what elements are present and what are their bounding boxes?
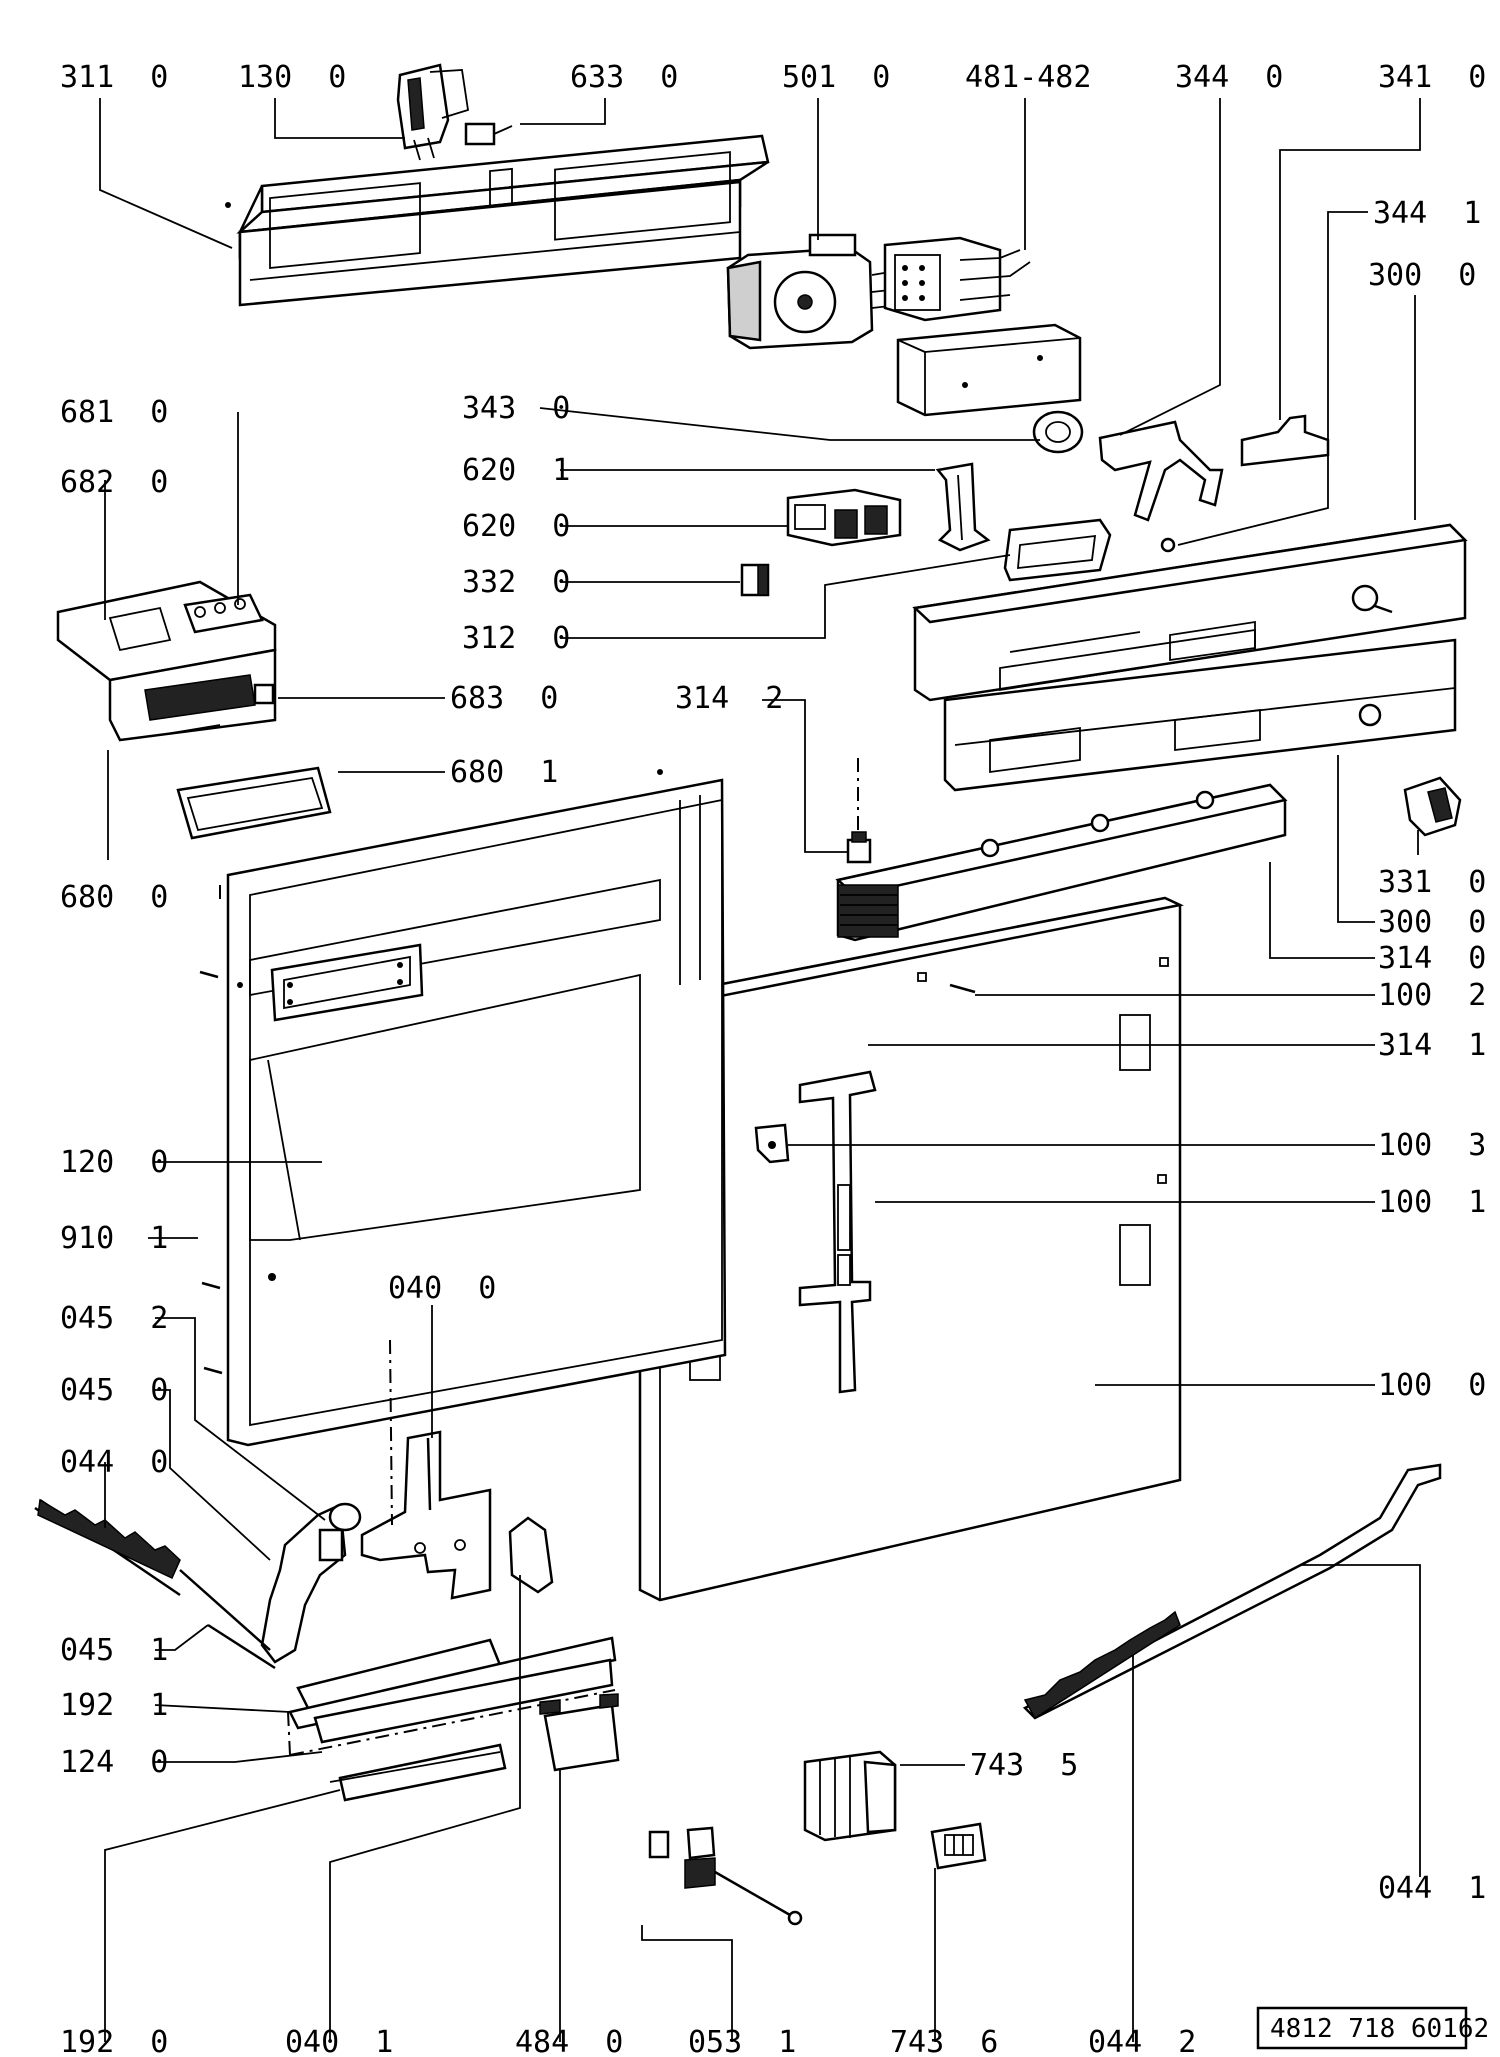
callout-680-0: 680 0	[60, 880, 168, 915]
part-gasket-680-1	[176, 766, 332, 840]
part-hinge-040-0	[360, 1430, 492, 1600]
callout-681-0: 681 0	[60, 395, 168, 430]
callout-910-1: 910 1	[60, 1221, 168, 1256]
part-bracket-341-0	[1240, 414, 1330, 467]
leader-lines	[99, 98, 1421, 2042]
part-plate-040-1	[508, 1516, 554, 1594]
callout-120-0: 120 0	[60, 1145, 168, 1180]
part-clip-314-2	[846, 831, 872, 864]
callout-124-0: 124 0	[60, 1745, 168, 1780]
callout-332-0: 332 0	[462, 565, 570, 600]
part-rail-314-0	[835, 783, 1288, 942]
callout-044-0: 044 0	[60, 1445, 168, 1480]
callout-680-1: 680 1	[450, 755, 558, 790]
part-clip-100-3	[754, 1123, 790, 1164]
part-control-panel-lower-300-0	[943, 638, 1457, 792]
part-lever-344-0	[1098, 420, 1224, 553]
callout-620-1: 620 1	[462, 453, 570, 488]
part-switch-130-0	[396, 63, 470, 161]
callout-683-0: 683 0	[450, 681, 558, 716]
drawing-reference: 4812 718 60162	[1256, 2006, 1489, 2050]
part-microswitch-633-0	[464, 122, 513, 146]
part-rod-045-1	[207, 1623, 276, 1670]
part-spring-bar-044	[1022, 1463, 1442, 1720]
part-timer-bracket	[896, 323, 1082, 417]
part-screws-910-1	[199, 970, 276, 1375]
part-timer-501-0	[726, 233, 891, 350]
part-743-5	[803, 1750, 897, 1842]
part-inner-door-120-0	[226, 769, 727, 1447]
callout-743-5: 743 5	[970, 1748, 1078, 1783]
part-hinge-arm-045-0	[260, 1502, 362, 1664]
part-484-0	[539, 1693, 620, 1772]
part-relay-620-0	[786, 488, 902, 547]
callout-682-0: 682 0	[60, 465, 168, 500]
callout-743-6: 743 6	[890, 2025, 998, 2057]
callout-311-0: 311 0	[60, 60, 168, 95]
callout-633-0: 633 0	[570, 60, 678, 95]
part-bottom-rails-192-124	[287, 1636, 617, 1802]
callout-300-0-top: 300 0	[1368, 258, 1476, 293]
callout-044-2: 044 2	[1088, 2025, 1196, 2057]
callout-040-1: 040 1	[285, 2025, 393, 2057]
part-053-1	[648, 1826, 803, 1926]
callout-484-0: 484 0	[515, 2025, 623, 2057]
callout-192-0: 192 0	[60, 2025, 168, 2057]
callout-045-0: 045 0	[60, 1373, 168, 1408]
callout-045-1: 045 1	[60, 1633, 168, 1668]
callout-341-0: 341 0	[1378, 60, 1486, 95]
callout-130-0: 130 0	[238, 60, 346, 95]
part-ring-343-0	[1032, 410, 1084, 454]
callout-300-0-mid: 300 0	[1378, 905, 1486, 940]
callout-314-0: 314 0	[1378, 941, 1486, 976]
callout-100-1: 100 1	[1378, 1185, 1486, 1220]
callout-481-482: 481-482	[965, 60, 1091, 95]
part-knob-331-0	[1403, 776, 1462, 837]
part-620-1	[935, 462, 991, 552]
callout-100-2: 100 2	[1378, 978, 1486, 1013]
callout-045-2: 045 2	[60, 1301, 168, 1336]
callout-501-0: 501 0	[782, 60, 890, 95]
part-312-0	[1003, 518, 1112, 582]
drawing-reference-number: 4812 718 60162	[1270, 2014, 1489, 2044]
part-bracket-plate-100-1	[798, 1070, 877, 1394]
callout-192-1: 192 1	[60, 1688, 168, 1723]
callout-040-0: 040 0	[388, 1271, 496, 1306]
callout-053-1: 053 1	[688, 2025, 796, 2057]
callout-100-0: 100 0	[1378, 1368, 1486, 1403]
callout-labels: 311 0 130 0 633 0 501 0 481-482 344 0 34…	[60, 60, 1486, 2057]
callout-100-3: 100 3	[1378, 1128, 1486, 1163]
callout-314-1: 314 1	[1378, 1028, 1486, 1063]
callout-620-0: 620 0	[462, 509, 570, 544]
part-dispenser-680-0	[56, 580, 277, 742]
callout-312-0: 312 0	[462, 621, 570, 656]
callout-343-0: 343 0	[462, 391, 570, 426]
part-control-panel-300-0	[912, 523, 1468, 702]
callout-331-0: 331 0	[1378, 865, 1486, 900]
callout-314-2: 314 2	[675, 681, 783, 716]
part-spring-044-0	[34, 1498, 271, 1651]
part-743-6	[930, 1822, 987, 1870]
callout-044-1: 044 1	[1378, 1871, 1486, 1906]
callout-344-0: 344 0	[1175, 60, 1283, 95]
callout-344-1: 344 1	[1373, 196, 1481, 231]
part-332-0	[740, 563, 770, 597]
part-top-rail-311-0	[225, 134, 770, 307]
part-connector-481-482	[883, 236, 1031, 322]
